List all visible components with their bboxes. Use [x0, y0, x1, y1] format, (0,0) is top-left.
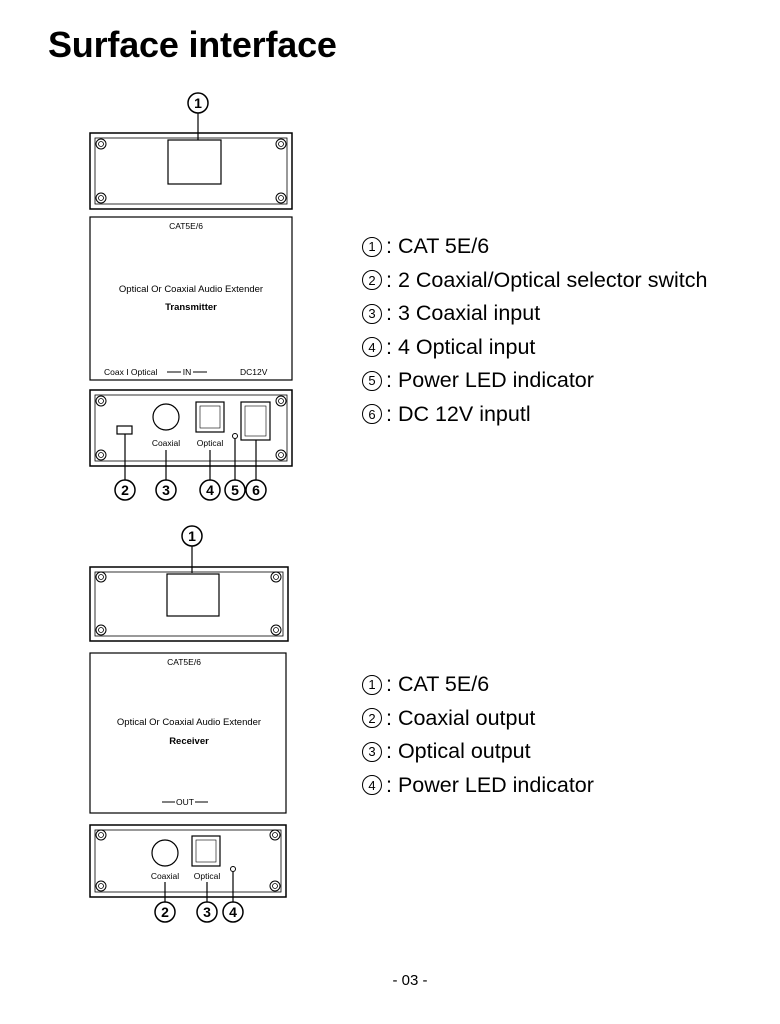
svg-text:3: 3 — [203, 904, 211, 920]
svg-text:Optical Or Coaxial Audio Exten: Optical Or Coaxial Audio Extender — [117, 717, 261, 728]
legend-number: 3 — [362, 741, 382, 762]
legend-text: : Coaxial output — [386, 705, 536, 730]
svg-text:Coaxial: Coaxial — [152, 438, 180, 448]
transmitter-optical-jack — [195, 401, 225, 433]
svg-text:Optical Or Coaxial Audio Exten: Optical Or Coaxial Audio Extender — [119, 284, 263, 295]
legend-item: 4: Power LED indicator — [362, 769, 594, 803]
svg-text:Receiver: Receiver — [169, 736, 209, 747]
legend-item: 6: DC 12V inputl — [362, 398, 707, 432]
legend-text: : Power LED indicator — [386, 772, 594, 797]
receiver-cat5-port — [166, 573, 220, 617]
svg-text:5: 5 — [231, 482, 239, 498]
legend-text: : 3 Coaxial input — [386, 301, 541, 326]
svg-text:2: 2 — [161, 904, 169, 920]
legend-text: : DC 12V inputl — [386, 401, 531, 426]
receiver-diagram: 1 CAT5E/6 Optical Or Coaxial Audio Exten… — [89, 525, 289, 923]
svg-text:3: 3 — [162, 482, 170, 498]
svg-text:IN: IN — [183, 367, 192, 377]
transmitter-coaxial-jack — [152, 403, 180, 431]
legend-number: 4 — [362, 775, 382, 796]
legend-text: : CAT 5E/6 — [386, 672, 490, 697]
transmitter-dc-jack — [240, 401, 271, 441]
svg-text:Coax I Optical: Coax I Optical — [104, 367, 157, 377]
legend-number: 1 — [362, 236, 382, 257]
svg-text:Optical: Optical — [194, 871, 221, 881]
legend-text: : Optical output — [386, 739, 531, 764]
svg-text:4: 4 — [229, 904, 237, 920]
svg-text:4: 4 — [206, 482, 214, 498]
svg-text:2: 2 — [121, 482, 129, 498]
receiver-top-face: CAT5E/6 Optical Or Coaxial Audio Extende… — [89, 652, 287, 814]
legend-text: : 2 Coaxial/Optical selector switch — [386, 267, 708, 292]
page-title: Surface interface — [48, 24, 337, 65]
legend-item: 1: CAT 5E/6 — [362, 230, 707, 264]
transmitter-callout-1: 1 — [187, 92, 209, 140]
legend-number: 5 — [362, 370, 382, 391]
legend-item: 3: Optical output — [362, 735, 594, 769]
svg-text:1: 1 — [188, 528, 196, 544]
transmitter-legend: 1: CAT 5E/6 2: 2 Coaxial/Optical selecto… — [362, 230, 707, 431]
legend-number: 2 — [362, 708, 382, 729]
receiver-power-led — [230, 866, 236, 872]
legend-text: : CAT 5E/6 — [386, 234, 490, 259]
legend-text: : 4 Optical input — [386, 334, 536, 359]
svg-text:CAT5E/6: CAT5E/6 — [167, 657, 201, 667]
receiver-front-panel: Coaxial Optical — [89, 824, 287, 898]
receiver-top-panel — [89, 566, 289, 642]
transmitter-callouts-bottom: 2 3 4 5 6 — [114, 434, 267, 501]
legend-item: 2: Coaxial output — [362, 702, 594, 736]
receiver-coaxial-jack — [151, 839, 179, 867]
receiver-optical-jack — [191, 835, 221, 867]
page-number: - 03 - — [392, 972, 428, 989]
svg-text:Coaxial: Coaxial — [151, 871, 179, 881]
transmitter-cat5-port — [167, 139, 222, 185]
svg-text:OUT: OUT — [176, 797, 194, 807]
transmitter-top-face: CAT5E/6 Optical Or Coaxial Audio Extende… — [89, 216, 293, 381]
legend-item: 2: 2 Coaxial/Optical selector switch — [362, 264, 707, 298]
legend-item: 3: 3 Coaxial input — [362, 297, 707, 331]
legend-number: 3 — [362, 303, 382, 324]
legend-item: 1: CAT 5E/6 — [362, 668, 594, 702]
svg-text:Transmitter: Transmitter — [165, 302, 217, 313]
svg-text:6: 6 — [252, 482, 260, 498]
svg-text:DC12V: DC12V — [240, 367, 268, 377]
legend-text: : Power LED indicator — [386, 368, 594, 393]
transmitter-front-panel: Coaxial Optical — [89, 389, 293, 467]
receiver-legend: 1: CAT 5E/6 2: Coaxial output 3: Optical… — [362, 668, 594, 802]
legend-number: 6 — [362, 404, 382, 425]
legend-number: 2 — [362, 270, 382, 291]
svg-text:1: 1 — [194, 95, 202, 111]
transmitter-top-panel — [89, 132, 293, 210]
transmitter-power-led — [232, 433, 238, 439]
legend-item: 5: Power LED indicator — [362, 364, 707, 398]
transmitter-selector-switch — [116, 425, 133, 435]
receiver-callout-1: 1 — [181, 525, 203, 573]
legend-number: 4 — [362, 337, 382, 358]
svg-text:Optical: Optical — [197, 438, 224, 448]
transmitter-diagram: 1 CAT5E/6 Optical Or Coaxial Audio Exten… — [89, 92, 293, 501]
legend-number: 1 — [362, 674, 382, 695]
receiver-callouts-bottom: 2 3 4 — [154, 872, 244, 923]
svg-text:CAT5E/6: CAT5E/6 — [169, 221, 203, 231]
legend-item: 4: 4 Optical input — [362, 331, 707, 365]
